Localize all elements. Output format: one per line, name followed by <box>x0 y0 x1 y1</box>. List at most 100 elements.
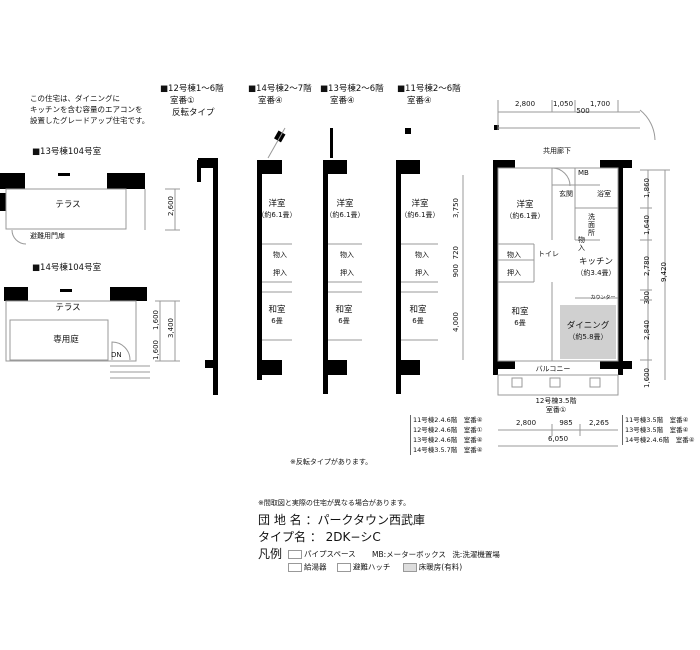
right-variant-list: 11号棟3.5階 室番④ 13号棟3.5階 室番④ 14号棟2.4.6階 室番④ <box>622 415 695 445</box>
plan-14-104-title: ■14号棟104号室 <box>32 263 102 273</box>
entrance-label: 玄関 <box>559 190 573 198</box>
washroom-label: 洗面所 <box>588 213 595 237</box>
legend-item: パイプスペース <box>304 549 356 559</box>
walls <box>0 125 632 395</box>
list-item: 13号棟3.5階 室番④ <box>625 426 689 434</box>
variant-13: ■13号棟2～6階 室番④ <box>320 83 384 107</box>
variant-title: ■14号棟2～7階 <box>248 84 312 94</box>
legend-item: MB:メーターボックス <box>372 549 446 559</box>
storage-label: 物入 <box>507 251 521 259</box>
variant-room: 室番④ <box>258 96 283 106</box>
plan-13-104-title: ■13号棟104号室 <box>32 147 102 157</box>
meter-box-label: MB <box>578 169 589 177</box>
legend-item: 避難ハッチ <box>352 562 391 572</box>
closet-label: 押入 <box>273 269 287 277</box>
counter-label: カウンター <box>590 295 616 301</box>
closet-label: 押入 <box>415 269 429 277</box>
list-item: 14号棟3.5.7階 室番④ <box>413 446 483 454</box>
complex-name: 団 地 名 ：パークタウン西武庫 <box>258 513 425 527</box>
list-item: 11号棟3.5階 室番④ <box>625 416 689 424</box>
escape-hatch-swatch <box>336 563 351 572</box>
variant-room: 室番④ <box>407 96 432 106</box>
western-room-size: （約6.1畳） <box>257 211 297 219</box>
intro-text: この住宅は、ダイニングに キッチンを含む容量のエアコンを 設置したグレードアップ… <box>30 93 149 126</box>
water-heater-swatch <box>288 563 302 572</box>
variant-room: 室番④ <box>330 96 355 106</box>
variant-14: ■14号棟2～7階 室番④ <box>248 83 312 107</box>
total-dim: 6,050 <box>547 435 569 443</box>
western-room-label: 洋室 <box>516 200 534 210</box>
dim: 985 <box>559 419 573 427</box>
thin-lines <box>5 100 670 447</box>
legend-item: 洗:洗濯機置場 <box>452 549 500 559</box>
dim: 1,600 <box>152 310 160 331</box>
list-item: 12号棟2.4.6階 室番① <box>413 426 483 434</box>
japanese-room-label: 和室 <box>511 307 529 317</box>
dim: 3,400 <box>167 318 175 339</box>
japanese-room-size: 6畳 <box>412 317 424 325</box>
storage-label: 物入 <box>415 251 429 259</box>
dim: 2,800 <box>514 100 536 108</box>
variant-title: ■12号棟1～6階 <box>160 84 224 94</box>
balcony-label: バルコニー <box>535 365 571 373</box>
western-room-label: 洋室 <box>268 199 286 209</box>
closet-label: 押入 <box>507 269 521 277</box>
intro-line: キッチンを含む容量のエアコンを <box>30 105 143 114</box>
dim: 2,800 <box>515 419 537 427</box>
dim: 1,700 <box>589 100 611 108</box>
dim: 1,600 <box>643 368 651 389</box>
legend-row-2: 給湯器 避難ハッチ 床暖房(有料) <box>288 563 462 572</box>
total-dim: 9,420 <box>660 262 668 283</box>
intro-line: 設置したグレードアップ住宅です。 <box>30 116 150 125</box>
variant-11: ■11号棟2～6階 室番④ <box>397 83 461 107</box>
list-item: 14号棟2.4.6階 室番④ <box>625 436 695 444</box>
dim: 2,265 <box>588 419 610 427</box>
japanese-room-label: 和室 <box>335 305 353 315</box>
western-room-label: 洋室 <box>336 199 354 209</box>
variant-note: 反転タイプ <box>172 108 215 118</box>
storage-label: 物入 <box>273 251 287 259</box>
list-item: 11号棟2.4.6階 室番④ <box>413 416 483 424</box>
japanese-room-label: 和室 <box>409 305 427 315</box>
intro-line: この住宅は、ダイニングに <box>30 94 120 103</box>
corridor-label: 共用廊下 <box>543 147 571 155</box>
dim: 1,640 <box>643 215 651 236</box>
legend-row-1: パイプスペース MB:メーターボックス 洗:洗濯機置場 <box>288 550 500 559</box>
gate-label: 避難用門扉 <box>30 232 65 240</box>
storage-label: 物入 <box>578 236 585 252</box>
legend-title: 凡例 <box>258 547 283 561</box>
japanese-room-label: 和室 <box>268 305 286 315</box>
left-variant-list: 11号棟2.4.6階 室番④ 12号棟2.4.6階 室番① 13号棟2.4.6階… <box>410 415 483 455</box>
western-room-size: （約6.1畳） <box>325 211 365 219</box>
main-plan-caption: 12号棟3.5階 室番① <box>535 397 576 415</box>
bath-label: 浴室 <box>597 190 611 198</box>
variant-12: ■12号棟1～6階 室番① 反転タイプ <box>160 83 224 119</box>
kitchen-label: キッチン <box>578 257 614 267</box>
caption-line: 12号棟3.5階 <box>535 397 577 405</box>
variant-title: ■11号棟2～6階 <box>397 84 461 94</box>
dining-size: （約5.8畳） <box>568 333 608 341</box>
western-room-size: （約6.1畳） <box>400 211 440 219</box>
toilet-label: トイレ <box>538 250 559 258</box>
type-name: タイプ名 ： 2DK−シC <box>258 530 381 544</box>
japanese-room-size: 6畳 <box>338 317 350 325</box>
dim: 2,600 <box>167 196 175 217</box>
garden-label: 専用庭 <box>53 335 79 345</box>
dining-label: ダイニング <box>566 321 610 331</box>
down-label: DN <box>111 351 122 359</box>
dim: 500 <box>576 107 590 115</box>
dim: 2,840 <box>643 320 651 341</box>
dim: 3,750 <box>452 198 460 219</box>
variant-title: ■13号棟2～6階 <box>320 84 384 94</box>
dim: 1,050 <box>552 100 574 108</box>
variant-room: 室番① <box>170 96 195 106</box>
western-room-label: 洋室 <box>411 199 429 209</box>
dim: 1,860 <box>643 178 651 199</box>
legend-item: 床暖房(有料) <box>418 562 463 572</box>
terrace-label: テラス <box>55 200 81 210</box>
caption-line: 室番① <box>545 406 567 414</box>
dim: 1,600 <box>152 340 160 361</box>
dim: 300 <box>643 291 651 305</box>
